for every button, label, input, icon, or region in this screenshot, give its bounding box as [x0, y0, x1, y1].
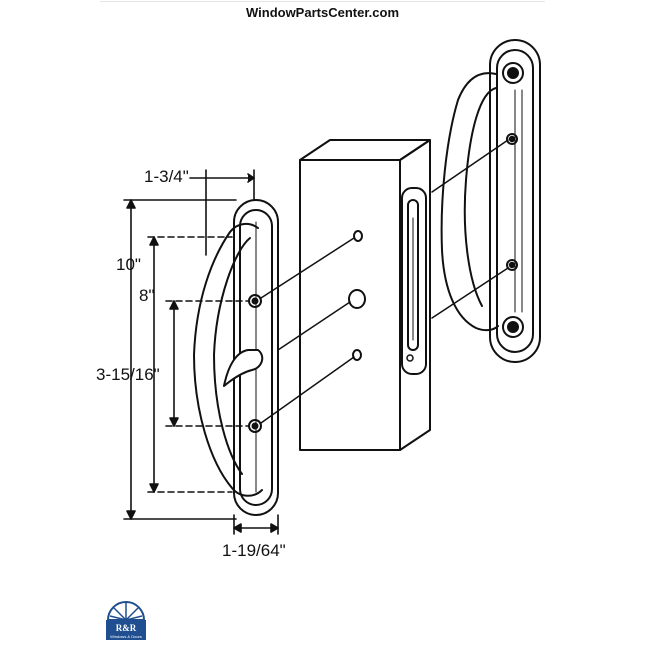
door-block-side — [399, 139, 431, 451]
dim-overall-height: 10" — [116, 255, 141, 274]
alignment-lines — [260, 139, 509, 424]
door-hole-spindle — [348, 289, 366, 309]
door-block-top — [299, 139, 431, 161]
door-hole-bottom — [352, 349, 362, 361]
door-hole-top — [353, 230, 363, 242]
dim-screw-spacing: 8" — [139, 286, 155, 305]
rr-logo: R&R Windows & Doors — [106, 601, 146, 640]
exterior-boss-bottom — [502, 316, 524, 338]
logo-initials: R&R — [116, 623, 137, 633]
interior-handle-grip — [193, 222, 263, 497]
exterior-escutcheon-inner — [496, 49, 534, 353]
door-edge-slot-inner — [407, 199, 419, 351]
interior-screw-bottom — [248, 419, 262, 433]
exterior-boss-top — [502, 62, 524, 84]
interior-escutcheon-outer — [233, 199, 279, 516]
interior-screw-top — [248, 294, 262, 308]
header-rule — [100, 1, 545, 2]
exterior-screw-bottom — [506, 259, 518, 271]
door-block — [299, 139, 431, 451]
interior-handle-assembly — [193, 199, 279, 516]
exterior-screw-top — [506, 133, 518, 145]
exterior-handle-grip — [440, 72, 499, 332]
exterior-escutcheon-outer — [489, 39, 541, 363]
door-edge-slot-outer — [401, 187, 427, 375]
dim-handle-depth: 1-3/4" — [144, 167, 189, 186]
exterior-handle-assembly — [440, 39, 541, 363]
dim-plate-width: 1-19/64" — [222, 541, 286, 560]
dimension-lines — [123, 169, 279, 535]
interior-thumb-lever — [223, 349, 264, 387]
logo-tagline: Windows & Doors — [110, 634, 142, 639]
site-name: WindowParts­Center.com — [245, 5, 400, 20]
dim-spindle-offset: 3-15/16" — [96, 365, 160, 384]
